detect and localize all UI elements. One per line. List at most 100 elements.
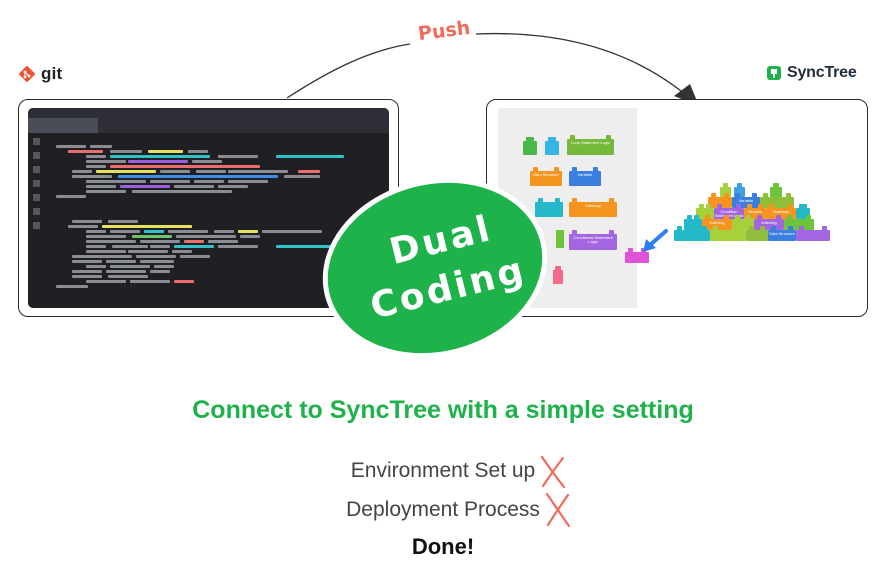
code-line-segment [86,245,106,248]
code-line-segment [86,235,126,238]
requirement-env-text: Environment Set up [350,459,536,482]
code-line-segment [86,180,146,183]
code-line-segment [174,280,194,283]
palette-block-lime [556,230,564,248]
code-line-segment [86,185,116,188]
code-line-segment [86,160,126,163]
code-line-segment [72,175,112,178]
code-line-segment [176,235,236,238]
code-line-segment [154,265,174,268]
cross-icon [545,492,570,528]
code-line-segment [72,275,102,278]
palette-block-cyan [545,137,559,155]
code-line-segment [140,260,174,263]
code-line-segment [72,260,102,263]
requirement-env: Environment Set up [0,455,886,489]
code-line-segment [106,270,146,273]
code-line-segment [208,240,238,243]
code-line-segment [120,185,170,188]
code-line-segment [194,180,224,183]
code-line-segment [238,230,258,233]
block-stack: Variable Condition Statement Logic Varia… [674,183,834,244]
code-line-segment [184,240,204,243]
code-line-segment [68,150,103,153]
code-line-segment [218,185,248,188]
code-line-segment [214,230,234,233]
code-line-segment [96,170,156,173]
code-line-segment [128,160,188,163]
code-line-segment [148,150,183,153]
gutter-marker [33,138,40,145]
stack-block-gateway: Gateway [766,204,796,219]
code-line-segment [298,170,320,173]
code-line-segment [150,245,170,248]
code-line-segment [144,230,164,233]
code-line-segment [72,220,102,223]
code-line-segment [128,250,168,253]
palette-block-data-structure: Data Structure [530,167,562,186]
code-line-segment [132,190,232,193]
code-line-segment [110,150,142,153]
git-icon [19,66,35,82]
code-line-segment [110,265,150,268]
code-line-segment [86,190,126,193]
headline: Connect to SyncTree with a simple settin… [192,396,694,424]
code-line-segment [68,225,98,228]
code-line-segment [86,280,126,283]
gutter-marker [33,208,40,215]
code-line-segment [150,270,170,273]
code-line-segment [86,155,106,158]
git-logo: git [18,64,62,84]
gutter-marker [33,194,40,201]
code-line-segment [56,195,86,198]
requirement-deploy-text: Deployment Process [346,498,540,521]
editor-tab [28,118,98,133]
palette-block-pink [553,266,563,284]
code-line-segment [86,265,106,268]
code-line-segment [276,245,356,248]
code-line-segment [102,225,192,228]
palette-block-green [523,137,537,155]
code-line-segment [86,165,106,168]
editor-tab-bar [28,108,389,133]
dual-coding-badge: Dual Coding [319,176,552,360]
code-line-segment [118,175,278,178]
code-line-segment [56,145,86,148]
code-line-segment [150,180,190,183]
synctree-icon [767,66,781,80]
code-line-segment [108,275,148,278]
code-line-segment [240,235,260,238]
code-line-segment [72,170,92,173]
code-line-segment [218,245,258,248]
git-wordmark: git [41,64,63,83]
drag-arrow-icon [643,229,668,252]
code-line-segment [228,170,288,173]
stack-block-indexing: Indexing [702,215,732,230]
code-line-segment [136,255,176,258]
code-line-segment [112,245,148,248]
code-line-segment [172,250,192,253]
code-line-segment [132,235,172,238]
code-line-segment [72,255,132,258]
code-line-segment [192,160,222,163]
code-line-segment [86,250,126,253]
done-text: Done! [411,534,475,559]
stack-block-variable: Variable [732,193,760,208]
code-line-segment [180,255,210,258]
code-line-segment [56,285,88,288]
synctree-logo: SyncTree [766,64,857,82]
cross-icon [541,455,566,489]
stack-block-variable-2: Variable [744,204,766,219]
code-line-segment [196,170,226,173]
code-line-segment [228,180,268,183]
code-line-segment [160,170,190,173]
code-line-segment [262,230,322,233]
gutter-marker [33,180,40,187]
synctree-wordmark: SyncTree [787,64,857,81]
code-line-segment [130,280,170,283]
stack-block-indexing-2: Indexing [754,215,784,230]
palette-block-teal [535,198,563,217]
code-line-segment [140,240,180,243]
code-line-segment [174,245,214,248]
code-line-segment [72,270,102,273]
